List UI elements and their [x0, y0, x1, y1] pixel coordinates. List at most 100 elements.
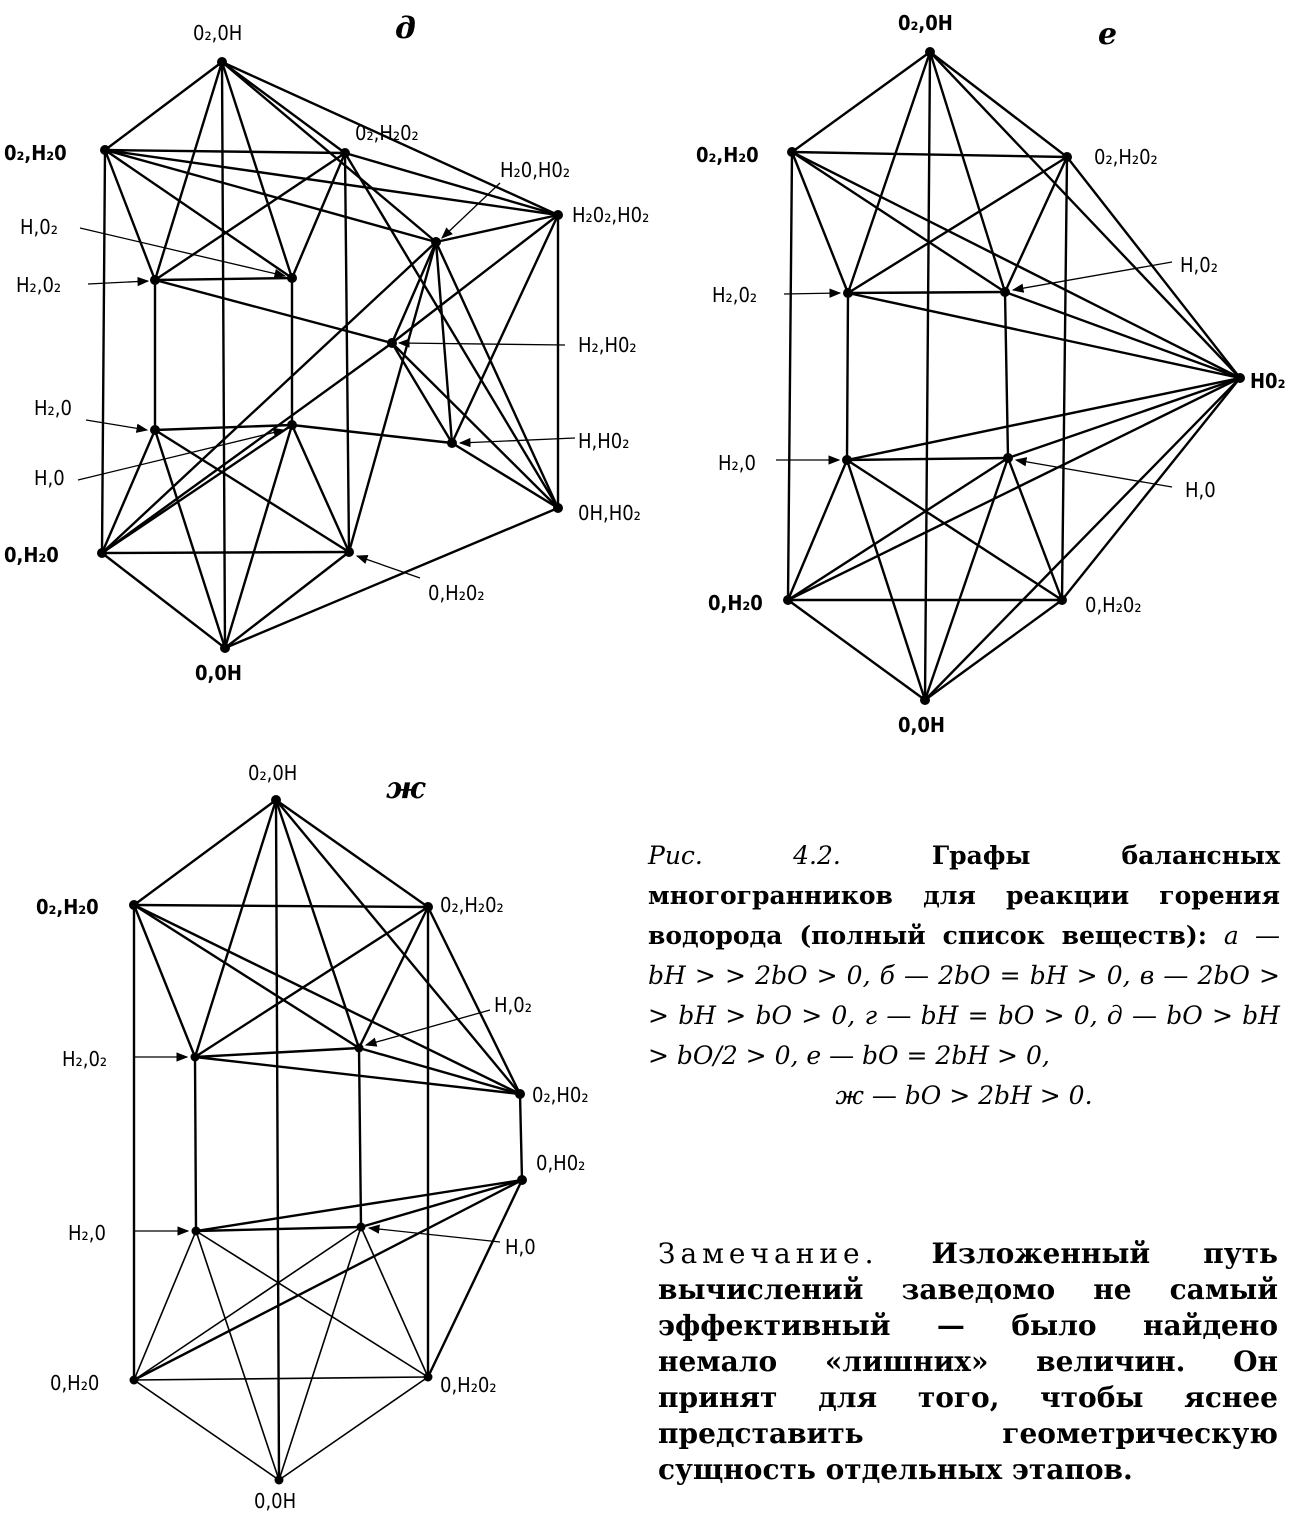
- panel-zh-arrows: [134, 1009, 501, 1243]
- edge-thin: [278, 1376, 429, 1481]
- edge: [924, 377, 1241, 701]
- edge: [221, 61, 346, 154]
- node-label: 0₂,0H: [248, 761, 297, 785]
- edge: [343, 152, 351, 553]
- edge: [154, 276, 293, 282]
- node: [97, 548, 107, 558]
- node: [517, 1175, 527, 1185]
- arrow: [85, 419, 149, 433]
- node-label: H₂0,H0₂: [500, 158, 570, 182]
- caption-last-condition: ж — bO > 2bH > 0.: [835, 1081, 1093, 1110]
- edge: [101, 241, 437, 554]
- node: [423, 902, 433, 912]
- edge: [103, 149, 157, 281]
- edge: [1066, 156, 1241, 379]
- node-label: H,H0₂: [578, 429, 629, 453]
- node-label: H0₂: [1250, 369, 1285, 393]
- edge: [154, 423, 293, 432]
- edge: [928, 51, 1007, 293]
- edge: [343, 152, 560, 509]
- node-label: H,0: [34, 466, 65, 490]
- node-label: H₂,0₂: [62, 1047, 107, 1071]
- node-label: H₂,H0₂: [578, 333, 637, 357]
- edge: [153, 429, 227, 649]
- edge: [929, 51, 1068, 158]
- node-label: 0,0H: [195, 661, 242, 685]
- edge: [786, 151, 794, 601]
- node: [274, 1475, 284, 1485]
- edge: [450, 214, 560, 444]
- arrow: [367, 1224, 501, 1243]
- edge-thin: [195, 1230, 429, 1378]
- node: [925, 47, 935, 57]
- edge: [1061, 377, 1241, 601]
- arrow: [355, 555, 421, 579]
- node-label: H₂0₂,H0₂: [572, 203, 649, 227]
- node: [1062, 152, 1072, 162]
- node-label: H,0: [505, 1235, 536, 1259]
- edge: [1003, 156, 1069, 293]
- edge-thin: [133, 1376, 429, 1381]
- panel-d-arrows: [77, 182, 576, 579]
- remark-text: Изложенный путь вычислений заведомо не с…: [658, 1237, 1278, 1486]
- edge: [195, 1178, 523, 1233]
- edge: [224, 506, 559, 650]
- edge: [845, 292, 850, 461]
- node-label: 0,0H: [898, 713, 945, 737]
- arrow: [783, 288, 842, 298]
- panel-e: е 0₂,0H 0₂,H₂0 0₂,H₂0₂ H₂,0₂ H,0₂ H0₂ H₂…: [696, 11, 1285, 737]
- edge: [133, 903, 521, 1096]
- edge: [791, 51, 931, 153]
- panel-zh-edges: [132, 799, 524, 1481]
- edge: [194, 1055, 521, 1096]
- edge: [929, 51, 1241, 379]
- edge: [390, 241, 438, 344]
- node-label: 0₂,H₂0₂: [355, 121, 419, 145]
- node-label: 0₂,0H: [898, 11, 953, 35]
- node: [100, 145, 110, 155]
- node-label: 0,H₂0₂: [440, 1373, 497, 1397]
- node-label: 0,H₂0₂: [428, 581, 485, 605]
- node: [354, 1043, 364, 1053]
- edge: [846, 51, 932, 294]
- node: [340, 148, 350, 158]
- edge: [923, 457, 1010, 701]
- edge: [274, 799, 281, 1481]
- edge: [101, 424, 293, 554]
- node-label: 0₂,H₂0: [4, 141, 67, 165]
- edge: [847, 155, 1068, 295]
- edge: [154, 278, 393, 345]
- panel-d-labels: д 0₂,0H 0₂,H₂0 0₂,H₂0₂ H₂0,H0₂ H₂0₂,H0₂ …: [4, 11, 649, 685]
- node-label: H,0₂: [20, 215, 58, 239]
- node-label: 0,H₂0: [4, 543, 59, 567]
- edge: [434, 241, 560, 509]
- node-label: 0H,H0₂: [578, 501, 641, 525]
- node: [190, 1052, 200, 1062]
- edge: [275, 799, 521, 1095]
- edge: [133, 799, 277, 906]
- node: [1235, 373, 1245, 383]
- node: [191, 1226, 201, 1236]
- edge: [220, 61, 227, 649]
- panel-letter: ж: [386, 771, 426, 806]
- node-label: 0₂,H₂0: [696, 143, 759, 167]
- edge: [193, 1056, 198, 1232]
- caption-conditions: а — bH > > 2bO > 0, б — 2bO = bH > 0, в …: [648, 921, 1280, 1070]
- node-label: 0₂,H0₂: [532, 1083, 589, 1107]
- panel-d-nodes: [97, 57, 563, 653]
- edge: [1003, 291, 1010, 459]
- edge: [791, 150, 1241, 380]
- node: [1003, 453, 1013, 463]
- edge: [923, 51, 932, 701]
- edge: [846, 456, 1009, 462]
- node-label: 0₂,H₂0₂: [1094, 145, 1158, 169]
- edge: [194, 1046, 360, 1059]
- edge: [153, 61, 224, 281]
- figure-id: Рис. 4.2.: [648, 841, 841, 870]
- node: [553, 503, 563, 513]
- edge: [133, 903, 360, 1050]
- caption-text: Графы балансных многогранников для реакц…: [648, 841, 1280, 950]
- arrow: [77, 427, 286, 481]
- node: [344, 547, 354, 557]
- node-label: H₂,0: [68, 1221, 106, 1245]
